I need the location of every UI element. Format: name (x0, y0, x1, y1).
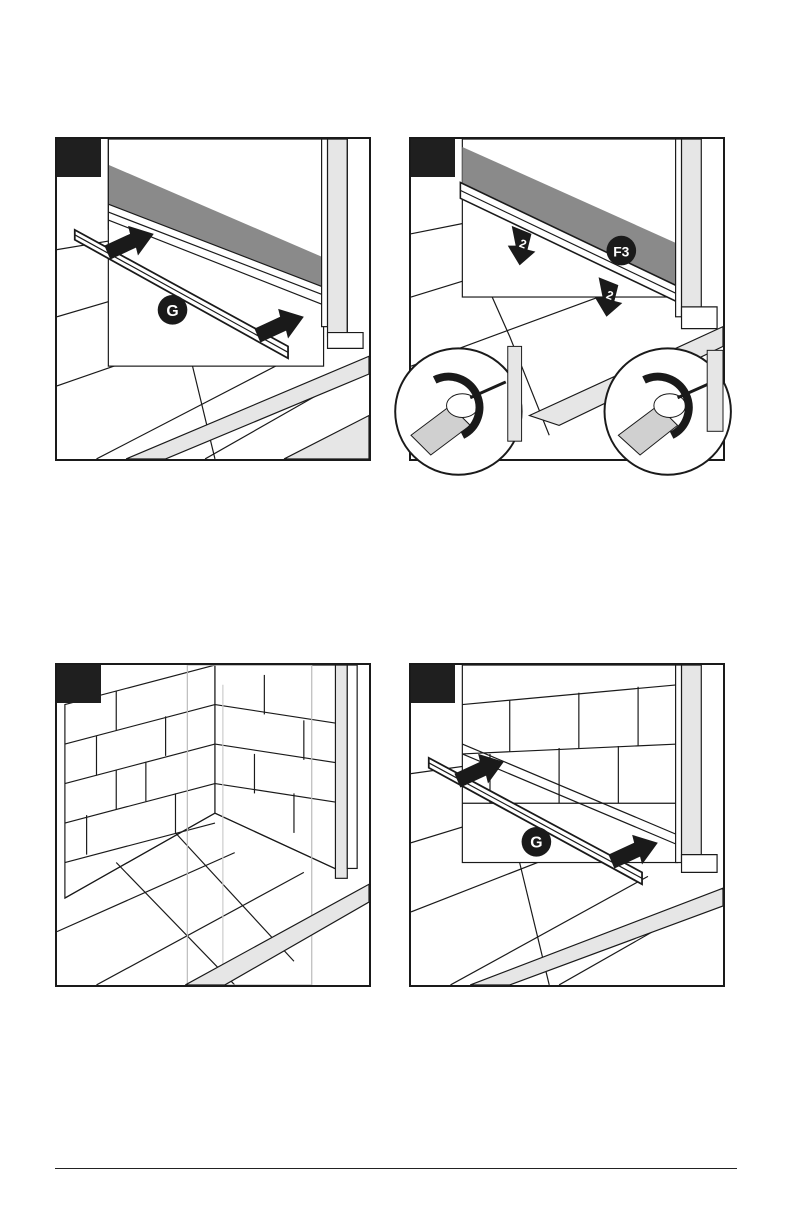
threshold-install-illustration: G (411, 665, 723, 985)
drill-detail-left (395, 346, 521, 474)
illustration-panel-1: G (55, 137, 371, 461)
part-label: F3 (613, 244, 629, 260)
part-label: G (530, 835, 542, 852)
screw-fasten-illustration: 2 2 F3 (411, 139, 723, 459)
part-label: G (166, 303, 178, 320)
illustration-panel-2: 2 2 F3 (409, 137, 725, 461)
shower-corner-illustration (57, 665, 369, 985)
step-number-tab (411, 139, 455, 177)
illustration-panel-3 (55, 663, 371, 987)
step-number-tab (57, 139, 101, 177)
drill-detail-right (605, 348, 731, 474)
threshold-install-illustration: G (57, 139, 369, 459)
footer-divider (55, 1168, 737, 1169)
step-number-tab (57, 665, 101, 703)
illustration-panel-4: G (409, 663, 725, 987)
step-number-tab (411, 665, 455, 703)
